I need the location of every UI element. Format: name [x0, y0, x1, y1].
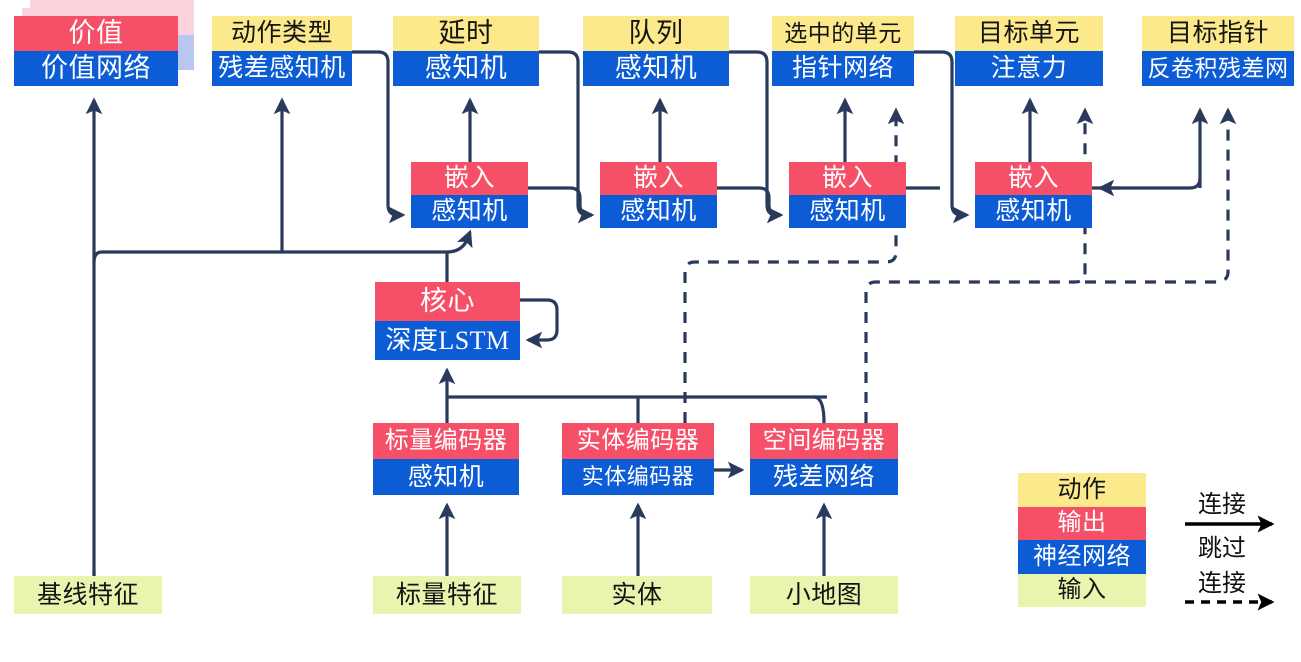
node-target-pointer-top: 目标指针 [1142, 16, 1294, 51]
node-embed-2[interactable]: 嵌入 感知机 [600, 162, 717, 228]
node-entities-label: 实体 [562, 576, 712, 614]
node-entity-encoder[interactable]: 实体编码器 实体编码器 [562, 423, 714, 495]
node-value-bottom: 价值网络 [14, 51, 178, 86]
node-embed-2-bottom: 感知机 [600, 195, 717, 228]
node-embed-1[interactable]: 嵌入 感知机 [411, 162, 528, 228]
node-queue[interactable]: 队列 感知机 [583, 16, 729, 86]
legend-arrow-key: 连接 跳过 连接 [1180, 473, 1290, 613]
node-delay-bottom: 感知机 [393, 51, 539, 86]
node-embed-4[interactable]: 嵌入 感知机 [975, 162, 1092, 228]
node-baseline-features[interactable]: 基线特征 [14, 576, 162, 614]
node-target-unit[interactable]: 目标单元 注意力 [955, 16, 1103, 86]
node-core-top: 核心 [375, 282, 520, 321]
node-value-top: 价值 [14, 16, 178, 51]
node-spatial-encoder-bottom: 残差网络 [750, 459, 898, 495]
node-scalar-encoder-bottom: 感知机 [373, 459, 519, 495]
node-action-type-top: 动作类型 [212, 16, 352, 51]
legend-swatch-input: 输入 [1018, 573, 1146, 607]
skip-connections [683, 110, 1228, 423]
node-target-pointer[interactable]: 目标指针 反卷积残差网 [1142, 16, 1294, 86]
node-embed-3-bottom: 感知机 [789, 195, 906, 228]
node-scalar-features-label: 标量特征 [373, 576, 521, 614]
node-embed-4-top: 嵌入 [975, 162, 1092, 195]
node-core-bottom: 深度LSTM [375, 321, 520, 360]
legend-color-key: 动作 输出 神经网络 输入 [1018, 473, 1146, 607]
node-scalar-features[interactable]: 标量特征 [373, 576, 521, 614]
legend-swatch-action: 动作 [1018, 473, 1146, 507]
node-action-type-bottom: 残差感知机 [212, 51, 352, 86]
node-target-unit-top: 目标单元 [955, 16, 1103, 51]
node-minimap[interactable]: 小地图 [750, 576, 898, 614]
legend-swatch-network: 神经网络 [1018, 540, 1146, 574]
node-embed-4-bottom: 感知机 [975, 195, 1092, 228]
node-target-unit-bottom: 注意力 [955, 51, 1103, 86]
legend-connection-label: 连接 [1198, 492, 1246, 518]
node-selected-units[interactable]: 选中的单元 指针网络 [772, 16, 914, 86]
legend-skip-connection-label-2: 连接 [1198, 571, 1246, 597]
node-entity-encoder-bottom: 实体编码器 [562, 459, 714, 495]
node-entity-encoder-top: 实体编码器 [562, 423, 714, 459]
node-embed-1-top: 嵌入 [411, 162, 528, 195]
node-scalar-encoder-top: 标量编码器 [373, 423, 519, 459]
node-spatial-encoder[interactable]: 空间编码器 残差网络 [750, 423, 898, 495]
node-selected-units-top: 选中的单元 [772, 16, 914, 51]
node-queue-top: 队列 [583, 16, 729, 51]
legend-skip-connection-label-1: 跳过 [1198, 536, 1246, 562]
node-baseline-features-label: 基线特征 [14, 576, 162, 614]
legend-swatch-output: 输出 [1018, 506, 1146, 540]
node-target-pointer-bottom: 反卷积残差网 [1142, 51, 1294, 86]
node-minimap-label: 小地图 [750, 576, 898, 614]
node-embed-1-bottom: 感知机 [411, 195, 528, 228]
node-scalar-encoder[interactable]: 标量编码器 感知机 [373, 423, 519, 495]
node-action-type[interactable]: 动作类型 残差感知机 [212, 16, 352, 86]
node-core[interactable]: 核心 深度LSTM [375, 282, 520, 360]
node-delay[interactable]: 延时 感知机 [393, 16, 539, 86]
node-spatial-encoder-top: 空间编码器 [750, 423, 898, 459]
node-queue-bottom: 感知机 [583, 51, 729, 86]
node-value[interactable]: 价值 价值网络 [14, 0, 194, 86]
node-entities[interactable]: 实体 [562, 576, 712, 614]
node-embed-3-top: 嵌入 [789, 162, 906, 195]
node-embed-2-top: 嵌入 [600, 162, 717, 195]
node-delay-top: 延时 [393, 16, 539, 51]
node-selected-units-bottom: 指针网络 [772, 51, 914, 86]
node-embed-3[interactable]: 嵌入 感知机 [789, 162, 906, 228]
